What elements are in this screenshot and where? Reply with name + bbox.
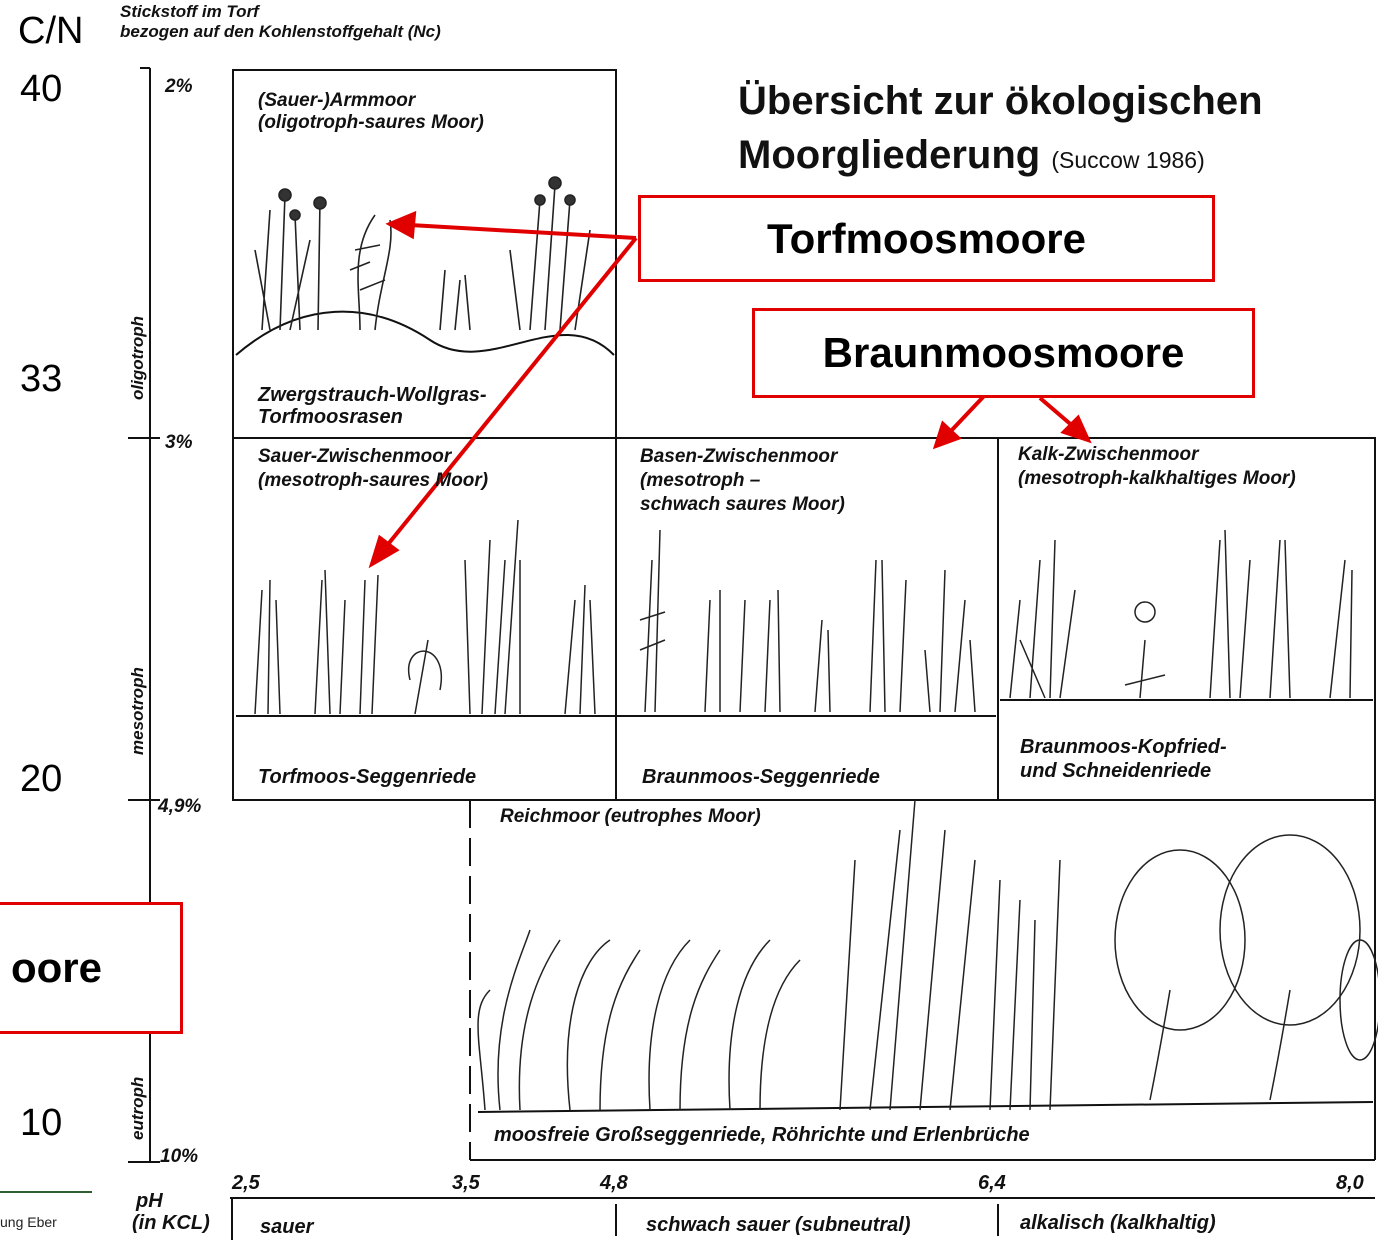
- main-title-text: Moorgliederung: [738, 133, 1040, 177]
- basen-title1: Basen-Zwischenmoor: [640, 446, 837, 468]
- ph-label: pH: [136, 1190, 163, 1213]
- title-source: (Succow 1986): [1051, 147, 1204, 173]
- sauer-label1: Torfmoos-Seggenriede: [258, 766, 476, 788]
- kalk-title2: (mesotroph-kalkhaltiges Moor): [1018, 468, 1296, 490]
- main-title-line2: Moorgliederung (Succow 1986): [738, 132, 1205, 183]
- basen-title3: schwach saures Moor): [640, 494, 845, 516]
- footer-text: ung Eber: [0, 1214, 57, 1230]
- callout-partial-left: oore: [0, 902, 183, 1034]
- ph-tick-6-4: 6,4: [978, 1172, 1006, 1195]
- kalk-label2: und Schneidenriede: [1020, 760, 1211, 782]
- kalk-label1: Braunmoos-Kopfried-: [1020, 736, 1227, 758]
- sauer-title1: Sauer-Zwischenmoor: [258, 446, 451, 468]
- ph-tick-3-5: 3,5: [452, 1172, 480, 1195]
- ph-range-sauer: sauer: [260, 1216, 313, 1238]
- armmoor-label2: Torfmoosrasen: [258, 406, 403, 428]
- ph-tick-2-5: 2,5: [232, 1172, 260, 1195]
- armmoor-title2: (oligotroph-saures Moor): [258, 112, 484, 134]
- main-title-line1: Übersicht zur ökologischen: [738, 78, 1263, 124]
- basen-label1: Braunmoos-Seggenriede: [642, 766, 880, 788]
- ph-range-schwach-sauer: schwach sauer (subneutral): [646, 1214, 911, 1236]
- callout-torfmoosmoore: Torfmoosmoore: [638, 195, 1215, 282]
- ph-tick-8-0: 8,0: [1336, 1172, 1364, 1195]
- ph-range-alkalisch: alkalisch (kalkhaltig): [1020, 1212, 1216, 1234]
- reichmoor-label1: moosfreie Großseggenriede, Röhrichte und…: [494, 1124, 1030, 1146]
- sauer-title2: (mesotroph-saures Moor): [258, 470, 488, 492]
- kalk-title1: Kalk-Zwischenmoor: [1018, 444, 1199, 466]
- reichmoor-title1: Reichmoor (eutrophes Moor): [500, 806, 761, 828]
- armmoor-label1: Zwergstrauch-Wollgras-: [258, 384, 487, 406]
- callout-braunmoosmoore: Braunmoosmoore: [752, 308, 1255, 398]
- basen-title2: (mesotroph –: [640, 470, 760, 492]
- armmoor-title1: (Sauer-)Armmoor: [258, 90, 415, 112]
- ph-label-unit: (in KCL): [132, 1212, 210, 1235]
- ph-tick-4-8: 4,8: [600, 1172, 628, 1195]
